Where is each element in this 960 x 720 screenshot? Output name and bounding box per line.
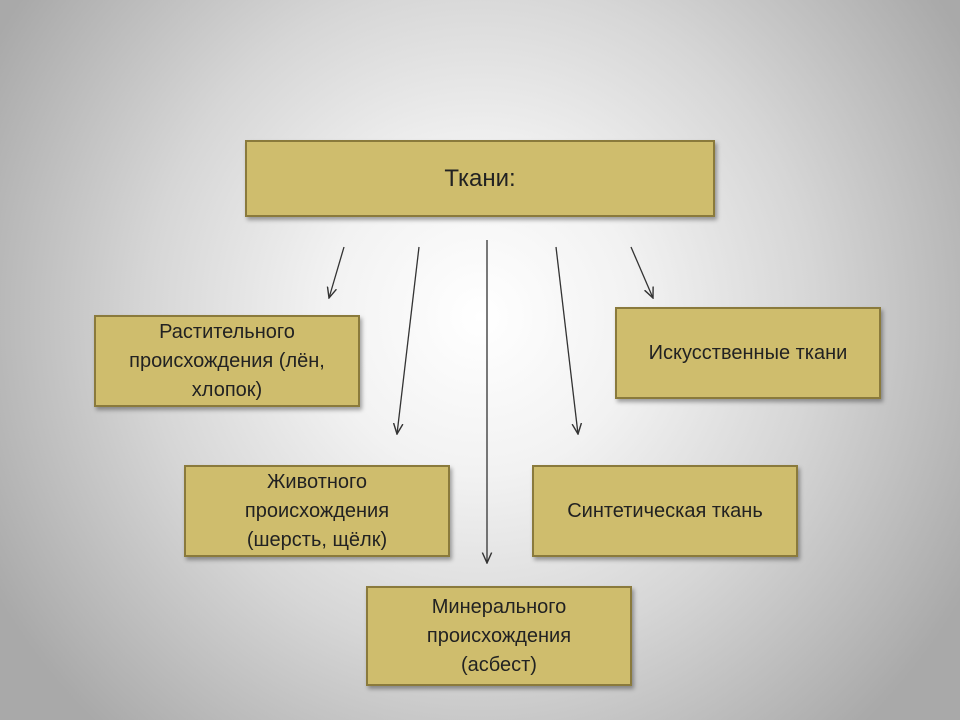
node-animal-origin-label: Животного происхождения (шерсть, щёлк) bbox=[244, 470, 390, 551]
node-artificial: Искусственные ткани bbox=[615, 307, 881, 399]
node-mineral-origin: Минерального происхождения (асбест) bbox=[366, 586, 632, 686]
node-artificial-label: Искусственные ткани bbox=[648, 341, 848, 364]
root-node-label: Ткани: bbox=[444, 165, 516, 192]
node-synthetic: Синтетическая ткань bbox=[532, 465, 798, 557]
node-animal-origin: Животного происхождения (шерсть, щёлк) bbox=[184, 465, 450, 557]
arrow-to-animal bbox=[397, 246, 420, 434]
node-plant-origin-label: Растительного происхождения (лён, хлопок… bbox=[129, 320, 325, 401]
node-plant-origin: Растительного происхождения (лён, хлопок… bbox=[94, 315, 360, 407]
arrow-to-plant bbox=[329, 246, 345, 298]
root-node: Ткани: bbox=[245, 140, 715, 217]
arrow-to-artificial bbox=[630, 246, 653, 298]
arrow-to-synthetic bbox=[555, 246, 578, 434]
node-mineral-origin-label: Минерального происхождения (асбест) bbox=[426, 595, 572, 676]
node-synthetic-label: Синтетическая ткань bbox=[567, 499, 763, 522]
